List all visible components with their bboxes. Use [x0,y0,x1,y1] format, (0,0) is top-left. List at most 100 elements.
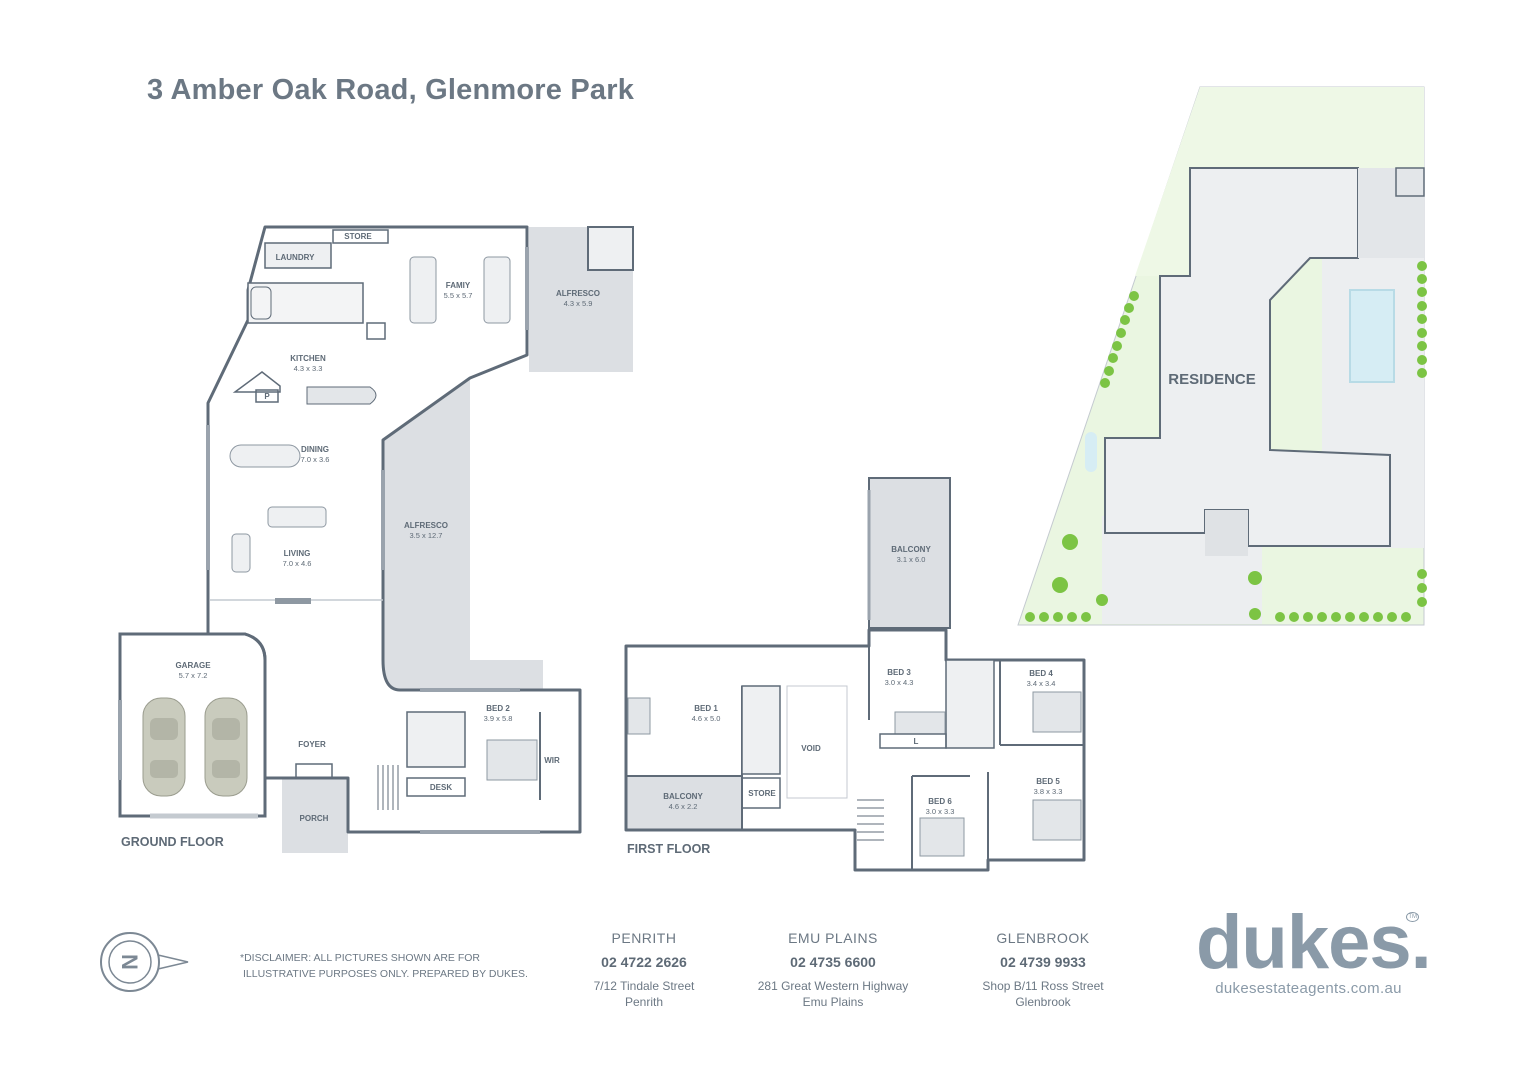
office-address-line-1: 281 Great Western Highway [757,979,909,993]
alfresco-long-area [383,378,543,690]
room-kitchen: KITCHEN [290,354,326,363]
room-bed2: BED 2 [486,704,510,713]
page-title: 3 Amber Oak Road, Glenmore Park [147,74,635,106]
room-linen: L [914,737,919,746]
room-bed3-dim: 3.0 x 4.3 [885,678,914,687]
room-alfresco-top: ALFRESCO [556,289,600,298]
room-bed4: BED 4 [1029,669,1053,678]
room-family: FAMIY [446,281,471,290]
office-phone: 02 4739 9933 [1000,954,1086,970]
room-living: LIVING [284,549,311,558]
bed6-bed-icon [919,817,965,857]
disclaimer: *DISCLAIMER: ALL PICTURES SHOWN ARE FOR … [240,950,540,982]
pantry-box [255,389,279,403]
room-bed4-dim: 3.4 x 3.4 [1027,679,1056,688]
room-garage-dim: 5.7 x 7.2 [179,671,208,680]
store-first [741,777,781,809]
room-bed5-dim: 3.8 x 3.3 [1034,787,1063,796]
bath-icon [250,286,272,320]
room-void: VOID [801,744,821,753]
room-dining: DINING [301,445,329,454]
office-address-line-2: Glenbrook [1015,995,1071,1009]
brand-logo: dukes. TM dukesestateagents.com.au [1196,898,1432,997]
pool-icon [1349,289,1395,383]
room-wir: WIR [544,756,560,765]
office-name: GLENBROOK [996,930,1090,946]
disclaimer-line-2: ILLUSTRATIVE PURPOSES ONLY. PREPARED BY … [243,968,528,980]
bathroom-ground [247,282,364,324]
site-driveway [1358,168,1424,258]
room-balcony-bottom: BALCONY [663,792,703,801]
office-address-line-1: Shop B/11 Ross Street [982,979,1104,993]
hedge-trees-icon [1025,261,1427,622]
room-alfresco-long: ALFRESCO [404,521,448,530]
fireplace-icon [275,598,311,604]
room-bed6: BED 6 [928,797,952,806]
car-left-icon [142,697,186,797]
site-shed [1395,167,1425,197]
office-address-line-2: Penrith [624,995,664,1009]
room-pantry: P [264,392,270,401]
room-bed1: BED 1 [694,704,718,713]
water-tank-icon [1085,432,1097,472]
compass-icon: N [100,932,189,992]
bathroom-first [945,659,995,749]
porch-area [282,778,348,853]
office-penrith: PENRITH 02 4722 2626 7/12 Tindale Street… [544,930,744,1010]
site-residence-label: RESIDENCE [1168,371,1256,388]
room-porch: PORCH [300,814,329,823]
brand-url: dukesestateagents.com.au [1215,980,1402,997]
kitchen-island [306,386,377,405]
office-address-line-1: 7/12 Tindale Street [593,979,695,993]
trademark-mark: TM [1406,912,1419,922]
linen-box [879,733,947,749]
car-right-icon [204,697,248,797]
office-glenbrook: GLENBROOK 02 4739 9933 Shop B/11 Ross St… [943,930,1143,1010]
room-kitchen-dim: 4.3 x 3.3 [294,364,323,373]
office-address: Shop B/11 Ross Street Glenbrook [943,978,1143,1010]
room-bed1-dim: 4.6 x 5.0 [692,714,721,723]
room-laundry: LAUNDRY [276,253,315,262]
ensuite-bed2 [406,711,466,768]
balcony-top-area [868,477,951,629]
office-phone: 02 4722 2626 [601,954,687,970]
desk-box [406,777,466,797]
bed2-bed-icon [486,739,538,781]
sofa-right-icon [483,256,511,324]
first-floor-walls [624,628,1086,872]
room-store-first: STORE [748,789,776,798]
garage-walls [118,632,267,818]
bed1-bed-icon [627,697,651,735]
office-name: PENRITH [611,930,677,946]
armchair-icon [231,533,251,573]
office-phone: 02 4735 6600 [790,954,876,970]
ground-stairs [377,765,399,810]
disclaimer-line-1: *DISCLAIMER: ALL PICTURES SHOWN ARE FOR [240,952,480,964]
room-store: STORE [344,232,372,241]
first-stairs [857,799,884,841]
site-entry [1205,510,1248,556]
laundry-room [264,242,332,269]
dining-table-icon [229,444,301,468]
brand-wordmark: dukes. [1196,900,1432,985]
room-balcony-top: BALCONY [891,545,931,554]
office-address: 281 Great Western Highway Emu Plains [733,978,933,1010]
cooktop-icon [366,322,386,340]
compass-letter: N [117,954,142,970]
office-address: 7/12 Tindale Street Penrith [544,978,744,1010]
ensuite-bed1 [741,685,781,775]
room-bed2-dim: 3.9 x 5.8 [484,714,513,723]
room-family-dim: 5.5 x 5.7 [444,291,473,300]
room-alfresco-top-dim: 4.3 x 5.9 [564,299,593,308]
store-room [332,229,389,244]
room-alfresco-long-dim: 3.5 x 12.7 [410,531,443,540]
site-front-lawn [1135,87,1424,276]
first-floor-plan: BALCONY 3.1 x 6.0 BED 3 3.0 x 4.3 BED 4 … [624,477,1086,872]
bed5-bed-icon [1032,799,1082,841]
room-bed5: BED 5 [1036,777,1060,786]
bed4-bed-icon [1032,691,1082,733]
void-area [786,685,848,799]
room-dining-dim: 7.0 x 3.6 [301,455,330,464]
front-door [295,763,333,779]
